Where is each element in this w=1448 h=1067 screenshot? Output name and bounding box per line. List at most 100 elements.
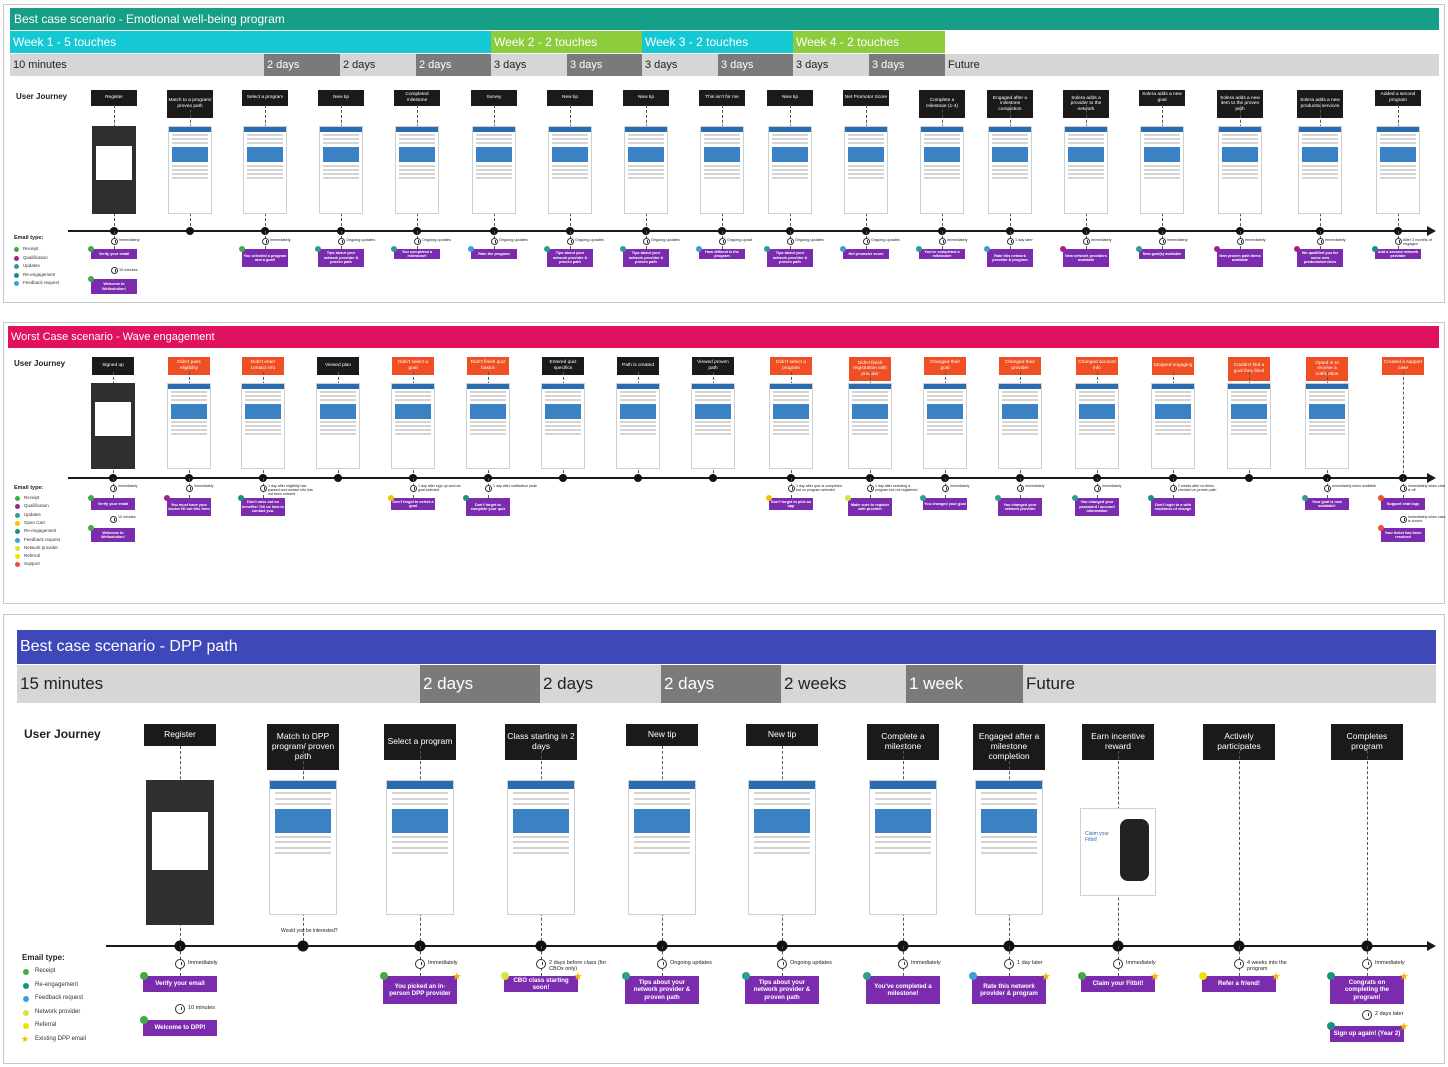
text-line: [992, 142, 1028, 145]
legend-dot: [14, 255, 19, 261]
content-card: [247, 146, 283, 163]
legend-dot: [15, 562, 20, 568]
login-form: [96, 145, 132, 181]
content-card: [275, 808, 331, 833]
step-header: Changed their provider: [999, 357, 1041, 375]
text-line: [1002, 395, 1038, 398]
send-timing: After 3 months of engaged: [1403, 238, 1432, 247]
email-card: Tips about your network provider & prove…: [745, 976, 819, 1004]
email-type-dot: [468, 246, 474, 252]
text-line: [1302, 176, 1338, 179]
text-line: [1155, 425, 1191, 428]
send-timing: Ongoing updates: [670, 960, 712, 966]
email-type-dot: [1148, 495, 1154, 501]
send-timing: Immediately: [118, 484, 138, 488]
content-card: [875, 808, 931, 833]
text-line: [773, 425, 809, 428]
content-card: [620, 403, 656, 419]
text-line: [852, 395, 888, 398]
step-connector: [1403, 372, 1404, 478]
text-line: [875, 797, 931, 800]
send-timing: Immediately: [1091, 238, 1112, 242]
text-line: [634, 802, 690, 805]
app-bar: [629, 781, 695, 789]
email-type-dot: [863, 972, 871, 980]
text-line: [852, 391, 888, 394]
email-card: You've completed a milestone!: [919, 249, 965, 259]
panel2-title: Worst Case scenario - Wave engagement: [8, 326, 1439, 348]
email-type-dot: [984, 246, 990, 252]
text-line: [1309, 399, 1345, 402]
text-line: [171, 421, 207, 424]
text-line: [1068, 138, 1104, 141]
email-type-dot: [391, 246, 397, 252]
email-type-dot: [1060, 246, 1066, 252]
duration-cell: 15 minutes: [17, 665, 420, 703]
app-bar: [769, 127, 811, 133]
text-line: [470, 391, 506, 394]
clock-icon: [787, 485, 795, 492]
content-card: [395, 403, 431, 419]
clock-icon: [1082, 238, 1090, 245]
legend-label: Support: [24, 561, 40, 567]
text-line: [1002, 425, 1038, 428]
text-line: [245, 399, 281, 402]
text-line: [924, 164, 960, 167]
existing-dpp-star-icon: ★: [1150, 971, 1160, 983]
screen-mockup: [1075, 383, 1119, 469]
email-card: Don't miss out on benefits! Tell us how …: [241, 498, 285, 516]
text-line: [395, 421, 431, 424]
text-line: [399, 142, 435, 145]
timeline-arrow: [1427, 941, 1436, 951]
clock-icon: [1004, 959, 1014, 969]
email-card: New goal(s) available: [1139, 249, 1185, 259]
send-timing: Ongoing updates: [499, 238, 528, 242]
email-card: Welcome to DPP!: [143, 1020, 217, 1036]
text-line: [620, 425, 656, 428]
text-line: [754, 792, 810, 795]
screen-mockup: [1064, 126, 1108, 214]
step-header: Changed their goal: [924, 357, 966, 375]
step-header: Path is created: [617, 357, 659, 375]
send-timing: Immediately when case is closed: [1408, 515, 1446, 523]
text-line: [275, 802, 331, 805]
text-line: [1231, 391, 1267, 394]
text-line: [1144, 168, 1180, 171]
text-line: [628, 164, 664, 167]
clock-icon: [1362, 1010, 1372, 1020]
text-line: [772, 172, 808, 175]
email-type-dot: [622, 972, 630, 980]
clock-icon: [1113, 959, 1123, 969]
email-type-dot: [1199, 972, 1207, 980]
text-line: [924, 168, 960, 171]
text-line: [1079, 399, 1115, 402]
email-card: CBO class starting soon!: [504, 976, 578, 992]
text-line: [772, 138, 808, 141]
step-header: Signed up: [92, 357, 134, 375]
text-line: [620, 421, 656, 424]
clock-hand: [263, 487, 265, 490]
app-bar: [473, 127, 515, 133]
text-line: [773, 421, 809, 424]
clock-icon: [185, 485, 193, 492]
app-bar: [999, 384, 1041, 390]
screen-mockup: [691, 383, 735, 469]
text-line: [545, 421, 581, 424]
app-bar: [467, 384, 509, 390]
duration-cell: 3 days: [491, 54, 567, 76]
text-line: [1380, 134, 1416, 137]
clock-icon: [259, 485, 267, 492]
clock-icon: [1236, 238, 1244, 245]
legend-label: Updates: [24, 511, 41, 517]
clock-icon: [642, 238, 650, 245]
app-bar: [870, 781, 936, 789]
clock-hand: [417, 240, 419, 243]
email-type-dot: [840, 246, 846, 252]
text-line: [1079, 425, 1115, 428]
text-line: [695, 399, 731, 402]
duration-cell: 2 weeks: [781, 665, 906, 703]
send-timing: 10 minutes: [118, 515, 136, 519]
clock-hand: [722, 240, 724, 243]
text-line: [172, 134, 208, 137]
text-line: [1155, 433, 1191, 436]
